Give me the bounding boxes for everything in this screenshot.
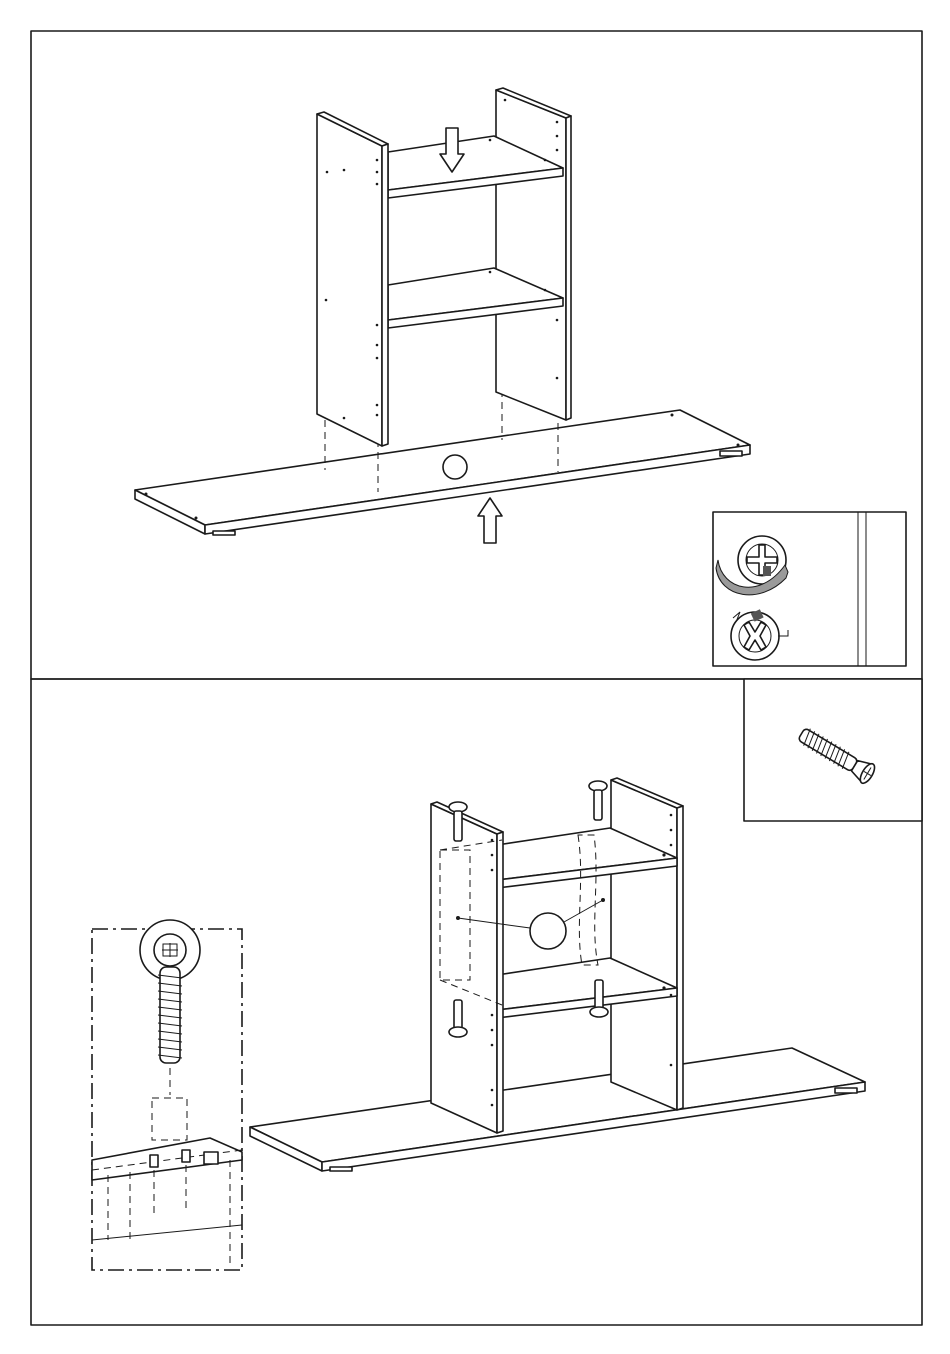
arrow-up-icon <box>478 498 502 543</box>
step-2-illustration <box>250 778 865 1171</box>
base-panel <box>135 410 750 535</box>
step-1-illustration <box>135 88 750 543</box>
cam-hole-marker <box>443 455 467 479</box>
cam-hole-marker-step-2 <box>530 913 566 949</box>
top-screw-right <box>589 781 607 820</box>
screw-detail-icon <box>92 920 242 1270</box>
cam-lock-inset <box>713 512 906 666</box>
screw-inset <box>744 679 922 821</box>
